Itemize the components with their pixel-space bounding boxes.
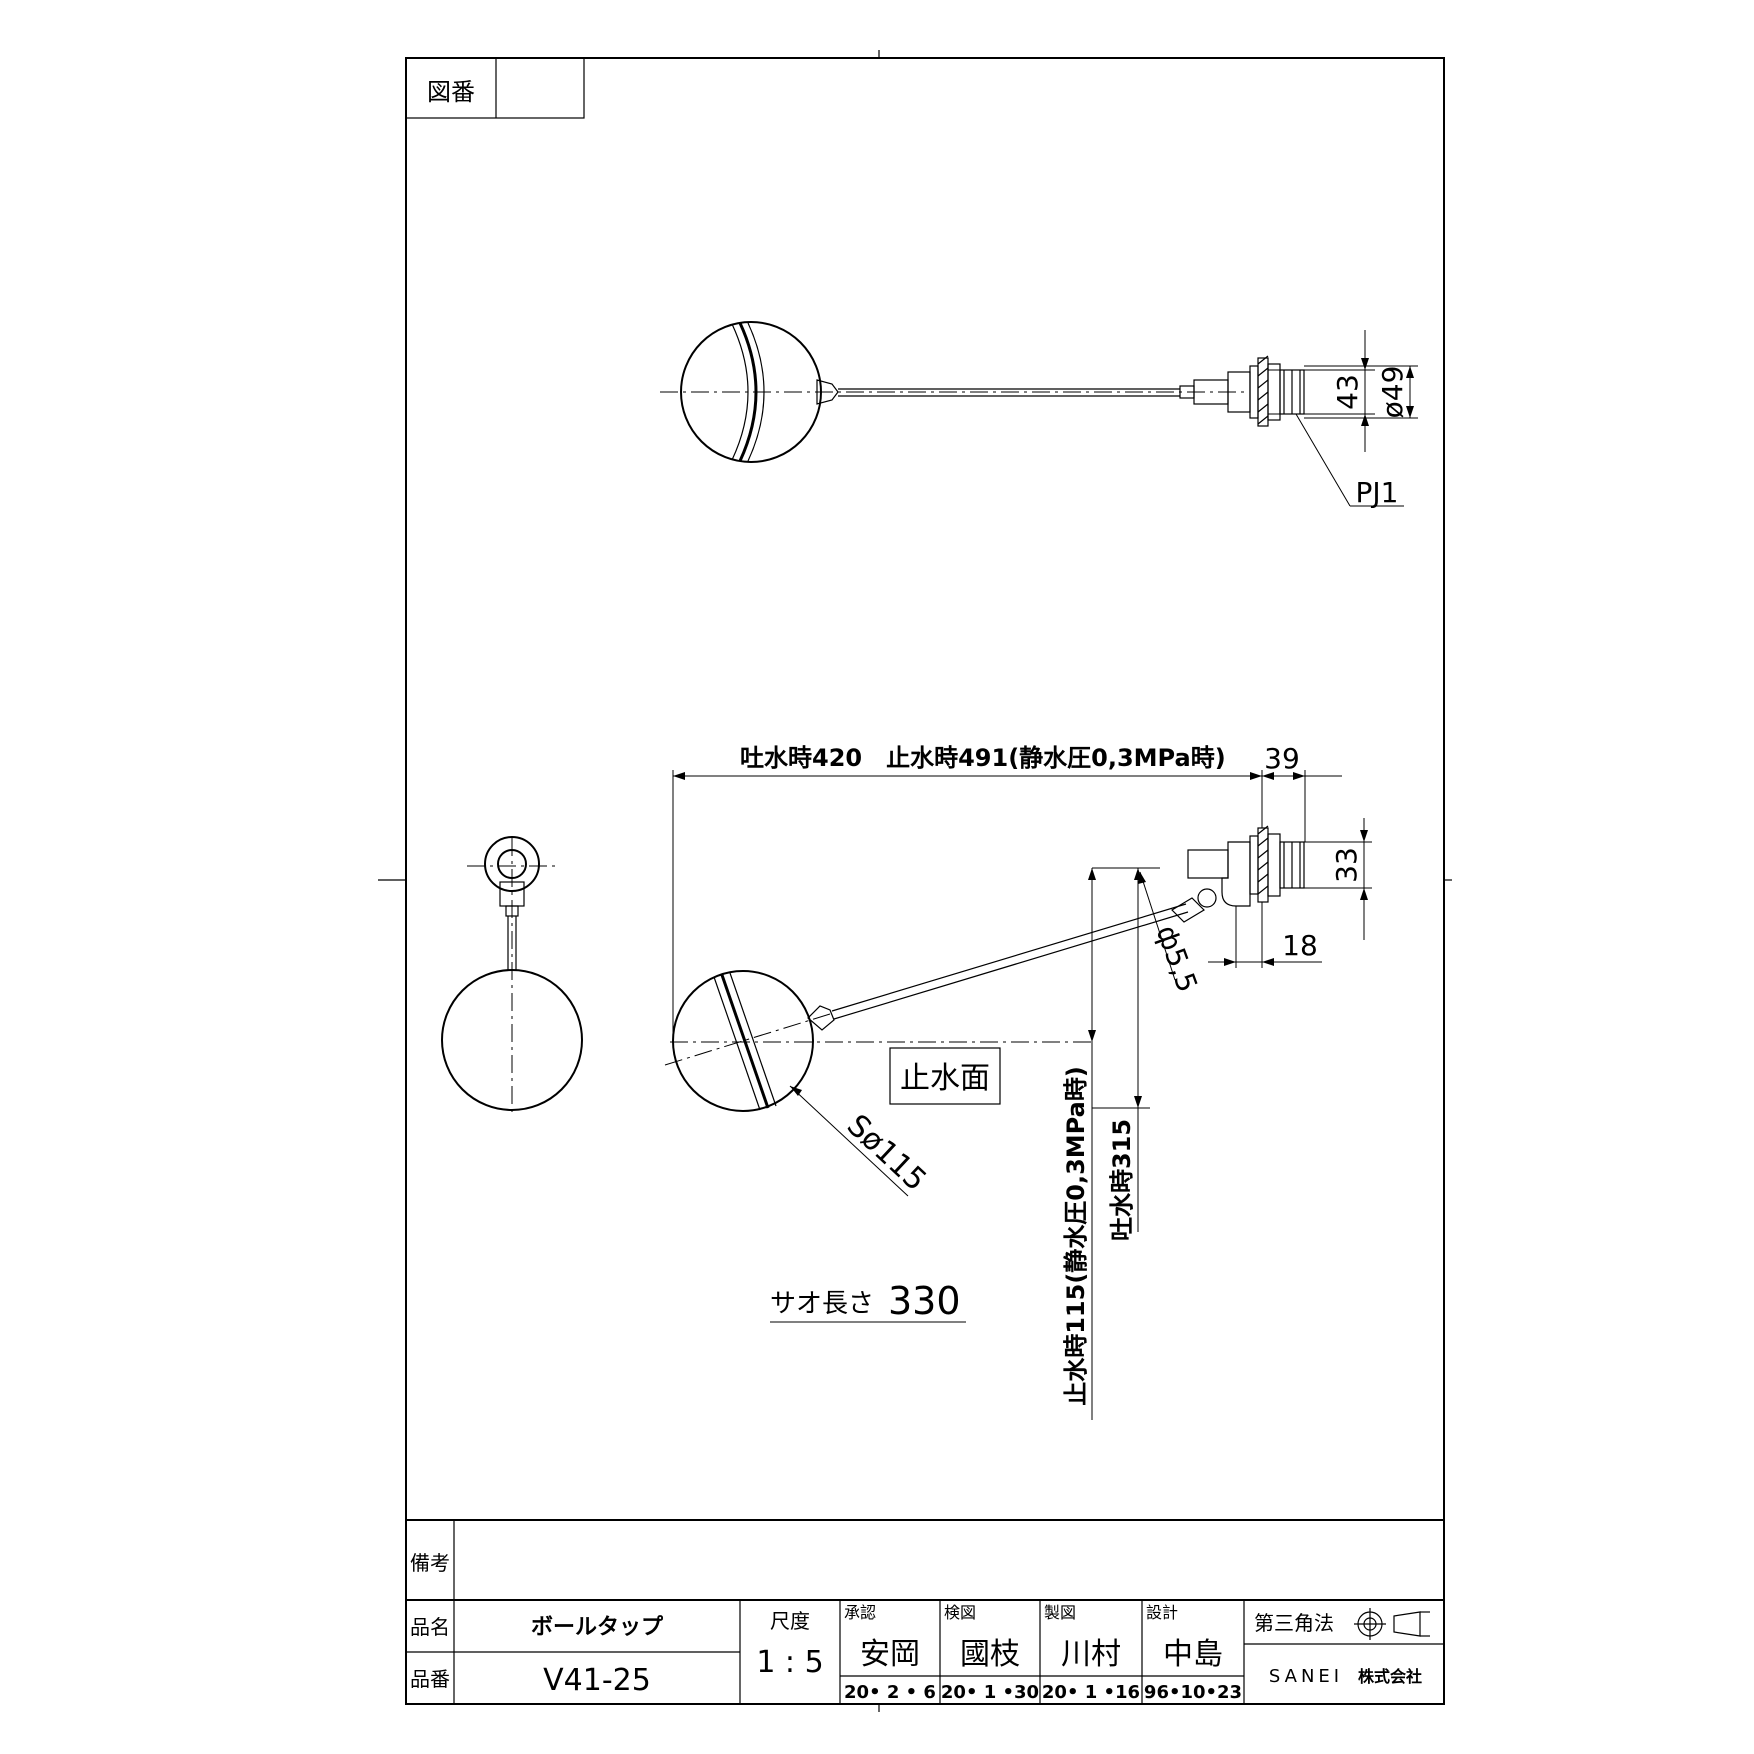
dim-discharge-height-text: 吐水時315 [1108,1119,1136,1241]
top-view-tank-wall [1257,357,1269,427]
title-block: 備考 品名 ボールタップ 品番 V41-25 尺度 1 : 5 承認 安岡 20… [406,1519,1444,1704]
company-name: SANEI [1269,1666,1343,1687]
drawing-number-box: 図番 [405,57,585,119]
scale-label: 尺度 [770,1609,810,1633]
rod-length-value: 330 [888,1279,961,1323]
sheet-border [405,57,1445,1705]
design-name: 中島 [1163,1637,1223,1672]
dim-18-text: 18 [1282,929,1318,962]
side-view-lock-nut [1267,833,1281,897]
product-no-label: 品番 [410,1667,450,1691]
product-no: V41-25 [543,1663,651,1698]
thread-text: PJ1 [1356,476,1399,509]
thread-leader [1295,413,1351,507]
top-view-float-ball [680,321,822,463]
product-name-label: 品名 [410,1615,450,1639]
side-view: 吐水時420 止水時491(静水圧0,3MPa時) 39 33 18 ф5,5 … [664,742,1372,1420]
top-view-lock-nut [1267,363,1281,421]
side-view-valve-body [1221,841,1251,907]
top-view: 43 ø49 PJ1 [660,321,1418,509]
dim-33-text: 33 [1330,847,1363,883]
end-view-float-ball [441,969,583,1111]
side-view-arm [1171,897,1205,923]
design-date: 96•10•23 [1144,1682,1242,1703]
top-view-ball-seam [738,322,758,462]
approval-name: 安岡 [860,1637,920,1672]
water-level-box [889,1047,1001,1105]
draw-name: 川村 [1061,1637,1121,1672]
design-label: 設計 [1146,1603,1178,1622]
rod-length-label: サオ長さ [770,1289,874,1319]
side-view-float-ball [672,970,814,1112]
drawing-number-label: 図番 [427,78,475,106]
approval-label: 承認 [844,1603,876,1622]
approval-date: 20• 2 • 6 [844,1682,936,1703]
dim-49-text: ø49 [1376,366,1409,419]
ball-dia-text: Sø115 [840,1108,933,1198]
third-angle-projection-icon [1354,1608,1430,1640]
projection-label: 第三角法 [1254,1611,1334,1635]
draw-label: 製図 [1044,1603,1076,1622]
water-level-text: 止水面 [900,1061,990,1096]
product-name: ボールタップ [531,1615,664,1640]
check-date: 20• 1 •30 [941,1682,1039,1703]
end-view-body [484,836,540,892]
dim-rod-dia-line [1139,871,1176,981]
draw-date: 20• 1 •16 [1042,1682,1140,1703]
side-view-valve-tip [1187,849,1229,879]
dim-length-text: 吐水時420 止水時491(静水圧0,3MPa時) [740,744,1226,772]
dim-43-text: 43 [1331,374,1364,410]
scale-value: 1 : 5 [756,1645,823,1680]
top-view-ball-boss [816,379,839,405]
side-view-rod [831,903,1187,1012]
dim-39-text: 39 [1264,742,1300,775]
remarks-label: 備考 [410,1551,450,1575]
company-suffix: 株式会社 [1358,1667,1422,1686]
check-name: 國枝 [960,1637,1020,1672]
ball-dia-leader [789,1085,909,1197]
side-view-ball-boss [807,1005,835,1031]
dim-stop-height-text: 止水時115(静水圧0,3MPa時) [1062,1066,1090,1406]
check-label: 検図 [944,1603,976,1622]
dim-rod-dia-text: ф5,5 [1150,921,1204,997]
end-view [441,836,583,1115]
